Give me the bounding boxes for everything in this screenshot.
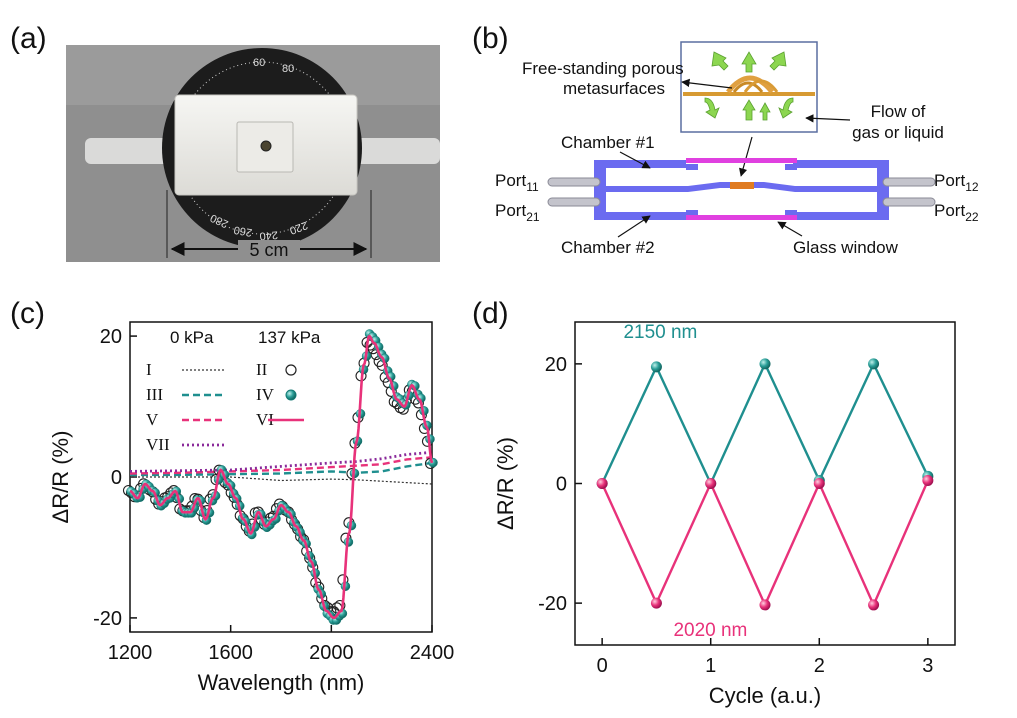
legend-label: VII [146,435,170,454]
legend-label: III [146,385,163,404]
x-tick-label: 1600 [208,642,253,664]
chamber-assembly [594,160,889,220]
panel-a-letter: (a) [10,22,47,55]
legend-header-137kpa: 137 kPa [258,328,321,347]
legend-label: IV [256,385,275,404]
chamber-1-pointer [619,151,651,169]
dial-number: 80 [282,63,294,75]
legend-swatch-ii [285,364,297,376]
x-tick-label: 1 [705,655,716,677]
chamber-left-wall [594,160,606,220]
series-marker [813,478,825,489]
panel-c-letter: (c) [10,297,45,330]
x-axis-title: Cycle (a.u.) [709,683,821,708]
port-21-label: Port21 [495,201,540,224]
legend-label: II [256,360,268,379]
dial-number: 260 [233,223,253,238]
chamber-1-label: Chamber #1 [561,133,655,152]
x-tick-label: 0 [597,655,608,677]
x-tick-label: 2 [814,655,825,677]
glass-window-pointer [777,221,803,237]
metasurface-pointer [681,78,733,89]
inset-pointer [739,136,753,177]
port-12-label: Port12 [934,171,979,194]
y-tick-label: 20 [100,326,122,348]
series-marker [868,599,880,611]
series-marker [596,478,608,489]
y-axis-title: ΔR/R (%) [48,431,73,524]
glass-window-bottom [686,215,797,220]
glass-window-top [686,158,797,163]
sample-spot [260,140,272,152]
sample-membrane [730,182,754,189]
dial-number: 60 [253,57,265,69]
y-tick-label: 20 [545,354,567,376]
series-marker [759,599,771,611]
flow-label-line1: Flow of [871,102,926,121]
y-axis-title: ΔR/R (%) [493,437,518,530]
port-tubes [547,177,936,207]
dial-number: 240 [259,228,278,242]
x-tick-label: 1200 [108,642,153,664]
curve-iii [130,461,433,477]
chamber-2-label: Chamber #2 [561,238,655,257]
x-tick-label: 3 [922,655,933,677]
chamber-right-wall [877,160,889,220]
flow-pointer [805,114,851,123]
series-line [601,480,929,608]
metasurface-label-line1: Free-standing porous [522,59,684,78]
port-11-label: Port11 [495,171,539,194]
curve-v [129,456,433,475]
y-tick-label: -20 [93,608,122,630]
x-axis-title: Wavelength (nm) [198,670,365,695]
flow-label-line2: gas or liquid [852,123,944,142]
legend-header-0kpa: 0 kPa [170,328,214,347]
legend-label: V [146,410,159,429]
metasurface-label-line2: metasurfaces [563,79,665,98]
series-marker [650,361,662,373]
scale-label: 5 cm [249,240,288,260]
curve-i [130,476,433,485]
series-line [601,361,929,487]
dial-number: 220 [288,219,309,237]
series-marker [650,597,662,609]
panel-a: (a) 60 80 220 240 260 280 5 cm [10,22,440,262]
y-tick-label: -20 [538,593,567,615]
panel-d-letter: (d) [472,297,509,330]
photo-device: 60 80 220 240 260 280 5 cm [66,45,440,262]
series-label-2020: 2020 nm [673,620,747,641]
port-22-label: Port22 [934,201,979,224]
y-tick-label: 0 [556,474,567,496]
inset-flow-arrows [704,51,794,121]
glass-window-label: Glass window [793,238,899,257]
series-marker [922,475,934,487]
panel-b-letter: (b) [472,22,509,55]
plot-frame [574,321,956,646]
series-marker [868,358,880,370]
tube-right [350,138,440,164]
x-tick-label: 2400 [410,642,455,664]
legend-label: VI [256,410,274,429]
curve-vii [129,450,433,473]
legend-swatch-iv [285,389,297,401]
series-label-2150: 2150 nm [623,322,697,343]
panel-b: (b) [472,22,979,257]
curve-vi [129,334,434,620]
series-marker [705,478,717,489]
chamber-2-pointer [617,215,651,238]
y-tick-label: 0 [111,467,122,489]
x-tick-label: 2000 [309,642,354,664]
series-marker [759,358,771,370]
legend-label: I [146,360,152,379]
